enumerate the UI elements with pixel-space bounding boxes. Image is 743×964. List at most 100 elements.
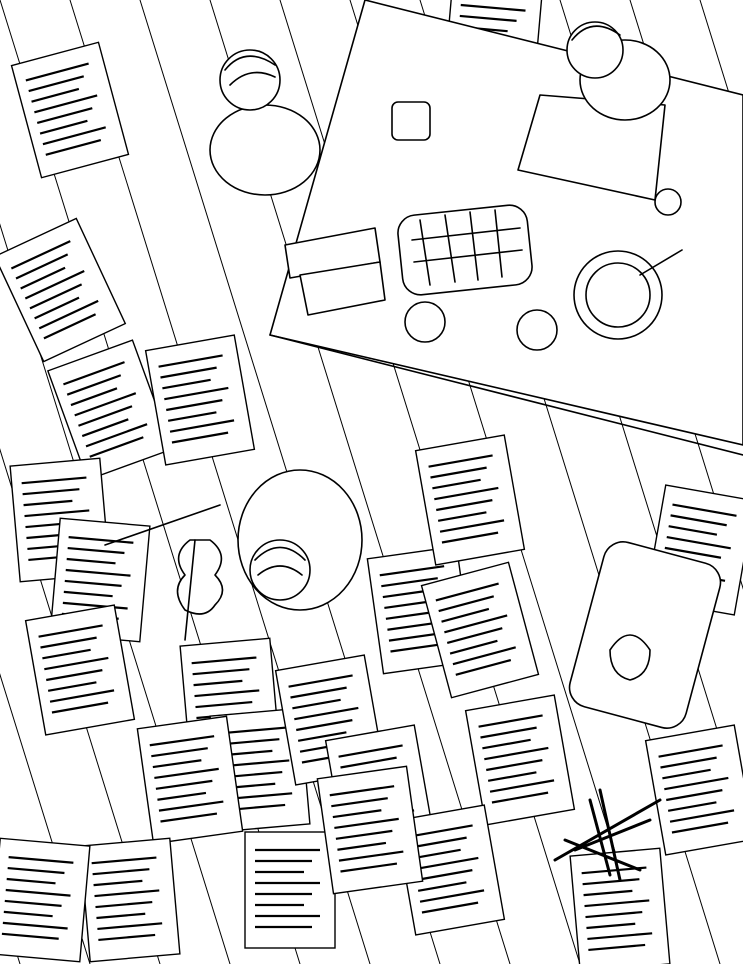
scribbled-text-line	[38, 299, 99, 330]
scribbled-text-line	[584, 899, 650, 908]
scribbled-text-line	[379, 565, 445, 577]
scribbled-text-line	[381, 577, 438, 588]
laptop	[284, 227, 386, 316]
scribbled-text-line	[5, 888, 71, 897]
sheet-of-paper	[394, 804, 506, 936]
scribbled-text-line	[441, 607, 490, 623]
scribbled-text-line	[166, 399, 223, 412]
scribbled-text-line	[332, 809, 382, 819]
scribbled-text-line	[151, 747, 208, 758]
scribbled-text-line	[38, 624, 103, 638]
scribbled-text-line	[98, 933, 156, 942]
scribbled-text-line	[8, 856, 74, 864]
sheet-of-paper	[24, 604, 136, 736]
scribbled-text-line	[94, 889, 160, 898]
scribbled-text-line	[658, 744, 723, 758]
scribbled-text-line	[23, 499, 73, 507]
scribbled-text-line	[95, 900, 153, 909]
scribbled-text-line	[34, 94, 98, 114]
scribbled-text-line	[20, 266, 66, 290]
scribbled-text-line	[10, 240, 71, 270]
scribbled-text-line	[7, 866, 65, 875]
violin-bow	[104, 504, 221, 546]
scribbled-text-line	[419, 889, 485, 903]
scribbled-text-line	[660, 756, 717, 769]
scribbled-text-line	[334, 817, 399, 830]
scribbled-text-line	[25, 62, 89, 82]
scribbled-text-line	[28, 75, 85, 93]
scribbled-text-line	[296, 719, 353, 732]
small-plate	[516, 309, 558, 351]
scribbled-text-line	[31, 87, 80, 103]
scribbled-text-line	[85, 423, 148, 448]
scribbled-text-line	[46, 669, 103, 682]
scribbled-text-line	[224, 759, 290, 768]
scribbled-text-line	[152, 759, 202, 769]
scribbled-text-line	[221, 726, 287, 735]
scribbled-text-line	[21, 476, 87, 485]
scribbled-text-line	[67, 546, 125, 555]
scribbled-text-line	[430, 466, 487, 479]
scribbled-text-line	[62, 601, 128, 610]
scribbled-text-line	[34, 296, 80, 320]
scribbled-text-line	[449, 639, 498, 655]
scribbled-text-line	[39, 119, 88, 135]
scribbled-text-line	[586, 922, 636, 930]
scribbled-text-line	[157, 791, 207, 801]
scribbled-text-line	[582, 878, 640, 886]
scribbled-text-line	[164, 386, 229, 401]
scribbled-text-line	[439, 519, 505, 533]
sheet-of-paper	[79, 837, 181, 963]
scribbled-text-line	[417, 881, 467, 892]
instrument-case	[568, 541, 722, 729]
scribbled-text-line	[452, 646, 516, 666]
scribbled-text-line	[47, 681, 97, 692]
scribbled-text-line	[340, 862, 398, 873]
scribbled-text-line	[662, 768, 711, 780]
sheet-of-paper	[144, 334, 256, 466]
scribbled-text-line	[78, 405, 133, 427]
sheet-of-paper	[49, 517, 151, 643]
sheet-of-paper	[46, 339, 174, 481]
scribbled-text-line	[24, 509, 90, 518]
scribbled-text-line	[435, 582, 499, 602]
scribbled-text-line	[487, 771, 537, 782]
scribbled-text-line	[484, 746, 549, 761]
scribbled-text-line	[29, 283, 83, 310]
scribbled-text-line	[89, 436, 144, 458]
sheet-of-paper	[569, 847, 671, 964]
scribbled-text-line	[194, 689, 260, 698]
sheet-of-paper	[464, 694, 576, 826]
sheet-of-paper	[420, 561, 540, 699]
scribbled-text-line	[489, 779, 555, 793]
scribbled-text-line	[297, 731, 347, 742]
scribbled-text-line	[482, 738, 531, 750]
scribbled-text-line	[155, 779, 213, 790]
scribbled-text-line	[2, 921, 68, 930]
sheet-of-paper	[414, 434, 526, 566]
floorboard-line	[0, 673, 91, 964]
scribbled-text-line	[51, 701, 109, 714]
scribbled-text-line	[193, 679, 243, 687]
sheet-of-paper	[244, 831, 336, 949]
scribbled-text-line	[668, 525, 718, 536]
scribbled-text-line	[338, 850, 404, 862]
scribbled-text-line	[583, 889, 633, 897]
scribbled-text-line	[70, 387, 118, 407]
small-plate	[404, 301, 446, 343]
scribbled-text-line	[290, 686, 347, 699]
scribbled-text-line	[416, 869, 473, 882]
scribbled-text-line	[331, 797, 388, 808]
scribbled-text-line	[68, 536, 134, 544]
scribbled-text-line	[22, 488, 80, 496]
scribbled-text-line	[455, 658, 512, 676]
scribbled-text-line	[162, 378, 211, 390]
sheet-of-paper	[316, 765, 424, 895]
scribbled-text-line	[3, 910, 53, 918]
scribbled-text-line	[491, 791, 549, 804]
scribbled-text-line	[671, 821, 729, 834]
scribbled-text-line	[154, 767, 219, 780]
scribbled-text-line	[149, 735, 215, 747]
